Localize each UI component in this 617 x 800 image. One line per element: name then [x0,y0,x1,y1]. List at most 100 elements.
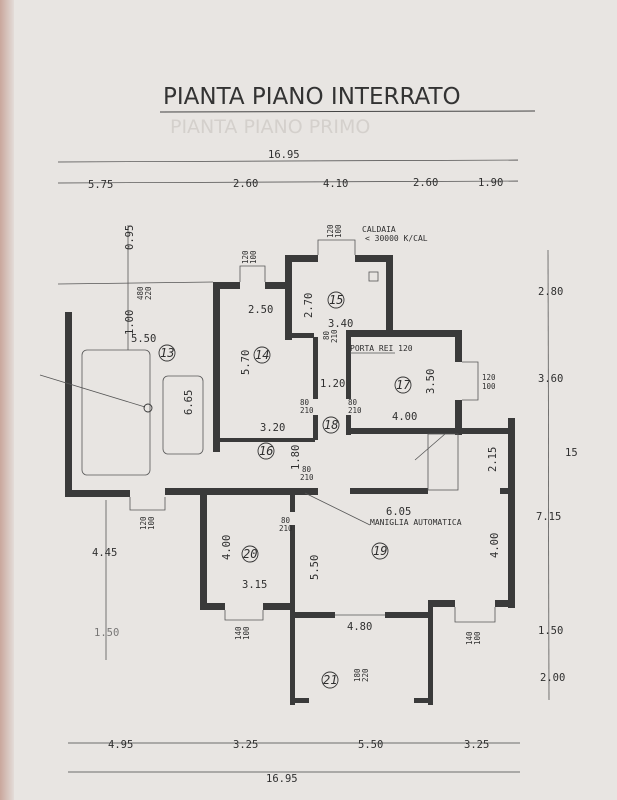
room-17: 17 3.50 4.00 120 100 80 210 PORTA REI 12… [348,344,496,423]
door-size: 210 [300,406,314,415]
dim-seg: 1.50 [94,627,119,639]
note-caldaia-power: < 30000 K/CAL [365,234,428,243]
dim: 3.20 [260,422,285,434]
room-14: 14 2.50 5.70 3.20 120 100 [240,250,285,434]
dim-seg: 2.80 [538,286,563,298]
door-size: 480 [136,286,145,300]
dim-seg: 5.50 [358,739,383,751]
room-number: 20 [243,547,257,561]
dim-seg: 2.60 [413,177,438,189]
dim-seg: 7.15 [536,511,561,523]
boiler-icon [368,271,379,282]
door-size: 220 [361,668,370,682]
ghost-title: PIANTA PIANO PRIMO [170,116,370,138]
dim-seg: 3.25 [464,739,489,751]
dim-seg: 4.45 [92,547,117,559]
window-size: 120 [139,516,148,530]
car-small-icon [162,375,204,455]
door-size: 210 [300,473,314,482]
note-porta-rei: PORTA REI 120 [350,344,413,353]
window-size: 120 [241,250,250,264]
door-size: 210 [279,524,293,533]
dim-seg: 3.25 [233,739,258,751]
plan-title: PIANTA PIANO INTERRATO [163,84,461,110]
room-18: 18 1.20 80 210 [300,378,345,434]
note-caldaia: CALDAIA [362,225,396,234]
dim-seg: 2.60 [233,178,258,190]
dim: 5.70 [240,350,252,375]
room-number: 18 [324,418,338,432]
room-13: 13 5.50 6.65 480 220 120 100 [131,286,195,530]
dim-total-top: 16.95 [268,149,300,161]
window-size: 100 [473,631,482,645]
door-size: 180 [353,668,362,682]
bottom-dimensions: 4.95 3.25 5.50 3.25 16.95 [68,739,520,785]
door-size: 220 [144,286,153,300]
door-size: 80 [300,398,310,407]
room-19: 19 6.05 5.50 4.00 4.80 2.15 140 100 MANI… [309,447,501,645]
dim: 2.50 [248,304,273,316]
room-15: 15 2.70 3.40 120 100 80 210 CALDAIA < 30… [303,224,428,343]
dim-seg: 1.90 [478,177,503,189]
window-size: 120 [326,224,335,238]
dim-total-bottom: 16.95 [266,773,298,785]
window-size: 140 [234,626,243,640]
door-size: 80 [281,516,291,525]
dim: 4.80 [347,621,372,633]
dim-seg: 2.00 [540,672,565,684]
room-number: 16 [259,444,273,458]
room-number: 15 [329,293,343,307]
left-dimensions: 0.95 1.00 4.45 1.50 [92,225,136,660]
dim: 1.80 [290,445,302,470]
dim: 6.05 [386,506,411,518]
dim: 3.50 [425,369,437,394]
dim: 2.15 [487,447,499,472]
dim-seg: 1.50 [538,625,563,637]
car-large-icon [81,349,151,476]
window-size: 120 [482,373,496,382]
window-size: 100 [249,250,258,264]
top-dimensions: 16.95 5.75 2.60 4.10 2.60 1.90 [57,149,519,191]
dim: 4.00 [221,535,233,560]
note-maniglia: MANIGLIA AUTOMATICA [370,518,462,527]
dim: 2.70 [303,293,315,318]
room-number: 14 [255,348,269,362]
room-21: 21 180 220 [321,668,370,689]
door-size: 210 [348,406,362,415]
door-size: 210 [330,329,339,343]
right-dimensions: 2.80 3.60 7.15 1.50 2.00 15 [536,249,578,701]
door-size: 80 [302,465,312,474]
dim: 5.50 [131,333,156,345]
openings [39,239,496,623]
dim-seg: 5.75 [88,179,113,191]
dim: 3.15 [242,579,267,591]
dim: 1.20 [320,378,345,390]
photo-edge [0,0,14,800]
dim: 3.40 [328,318,353,330]
dim: 4.00 [489,533,501,558]
room-20: 20 4.00 3.15 80 210 140 100 [221,516,293,640]
room-number: 13 [160,346,174,360]
window-size: 100 [147,516,156,530]
title-underline [159,110,536,113]
dim-seg: 1.00 [124,310,136,335]
dim-seg: 3.60 [538,373,563,385]
room-number: 17 [396,378,411,392]
window-size: 100 [242,626,251,640]
window-size: 100 [334,224,343,238]
dim-seg: 0.95 [124,225,136,250]
dim-seg: 4.95 [108,739,133,751]
window-size: 140 [465,631,474,645]
walls [65,255,515,705]
dim-seg: 15 [565,447,578,459]
room-number: 21 [323,673,337,687]
door-size: 80 [348,398,358,407]
dim-seg: 4.10 [323,178,348,190]
door-size: 80 [322,330,331,340]
room-16: 16 1.80 80 210 [257,442,314,482]
dim: 6.65 [183,390,195,415]
window-size: 100 [482,382,496,391]
dim: 5.50 [309,555,321,580]
dim: 4.00 [392,411,417,423]
